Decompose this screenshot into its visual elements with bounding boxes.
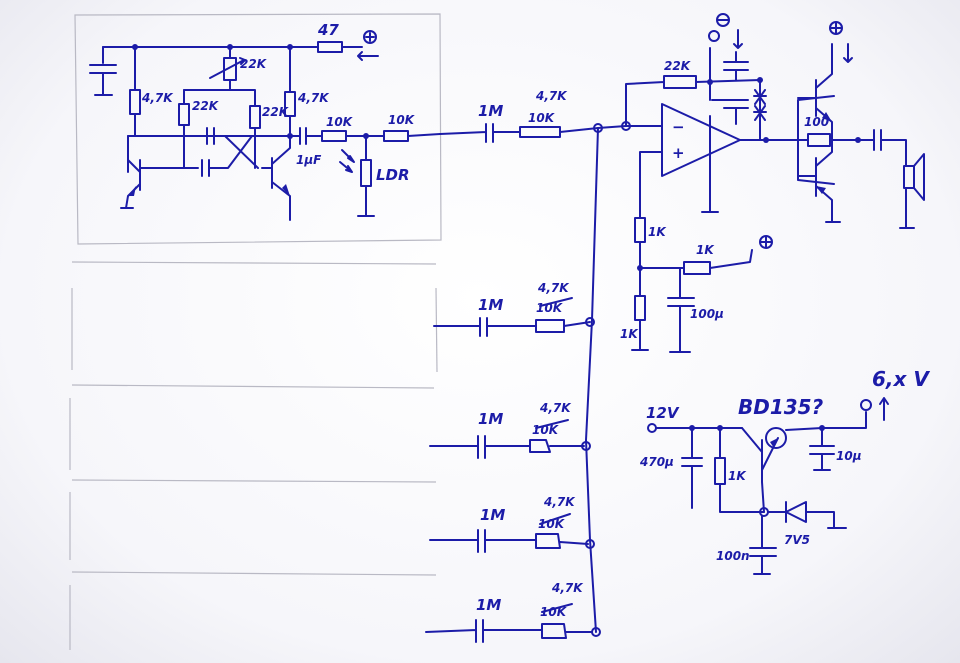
- label-osc-r-timing: 22K: [240, 57, 268, 71]
- label-ch2-res: 4,7K: [537, 281, 570, 295]
- label-osc-r-out1: 10K: [326, 115, 354, 129]
- label-ch5-res: 4,7K: [551, 581, 584, 595]
- label-osc-cap: 1µF: [296, 153, 322, 167]
- channel-3: [429, 419, 585, 459]
- label-amp-minus: −: [672, 118, 685, 136]
- label-ch3-res-old: 10K: [532, 423, 560, 437]
- channel-4: [429, 513, 589, 553]
- label-reg-cap-out: 10µ: [836, 449, 862, 463]
- label-osc-r-base2: 22K: [262, 105, 290, 119]
- label-amp-feedback: 22K: [664, 59, 692, 73]
- label-ch4-cap: 1M: [480, 506, 505, 524]
- label-reg-r: 1K: [728, 469, 747, 483]
- label-amp-r-gnd: 1K: [620, 327, 639, 341]
- channel-2: [433, 297, 591, 337]
- output-stage: [797, 21, 925, 229]
- oscillator-circuit: [89, 30, 441, 221]
- label-amp-r-plus: 1K: [696, 243, 715, 257]
- op-amp-stage: [625, 13, 799, 353]
- label-osc-r-out2: 10K: [388, 113, 416, 127]
- summing-bus: [581, 121, 631, 637]
- module-frames: [69, 13, 442, 650]
- label-out-r-emitter: 100: [804, 115, 829, 129]
- label-reg-transistor: BD135?: [738, 395, 824, 419]
- label-ch3-cap: 1M: [478, 410, 503, 428]
- channel-1: [439, 123, 599, 143]
- label-reg-cap-in: 470µ: [639, 455, 674, 469]
- regulator-circuit: [647, 397, 889, 575]
- label-amp-r-bias: 1K: [648, 225, 667, 239]
- label-ch5-cap: 1M: [476, 596, 501, 614]
- label-ch1-res: 4,7K: [535, 89, 568, 103]
- label-ldr: LDR: [376, 166, 410, 184]
- label-amp-plus: +: [672, 144, 685, 162]
- label-amp-cap-bias: 100µ: [690, 307, 724, 321]
- label-ch2-cap: 1M: [478, 296, 503, 314]
- label-ch3-res: 4,7K: [539, 401, 572, 415]
- label-ch4-res: 4,7K: [543, 495, 576, 509]
- channel-5: [425, 603, 593, 643]
- label-ch1-res-old: 10K: [528, 111, 556, 125]
- label-reg-zener: 7V5: [784, 533, 810, 547]
- label-reg-in: 12V: [646, 404, 680, 422]
- label-ch2-res-old: 10K: [536, 301, 564, 315]
- label-ch5-res-old: 10K: [540, 605, 568, 619]
- label-ch1-cap: 1M: [478, 102, 503, 120]
- label-reg-cap-base: 100n: [716, 549, 750, 563]
- label-reg-out: 6,x V: [872, 367, 930, 391]
- label-osc-r-supply: 47: [317, 21, 339, 39]
- label-osc-r-base1: 22K: [192, 99, 220, 113]
- label-osc-r-pullup: 4,7K: [141, 91, 174, 105]
- component-labels: 47 22K 4,7K 22K 22K 4,7K 1µF 10K 10K LDR…: [141, 21, 930, 619]
- label-ch4-res-old: 10K: [538, 517, 566, 531]
- label-osc-r-collector: 4,7K: [297, 91, 330, 105]
